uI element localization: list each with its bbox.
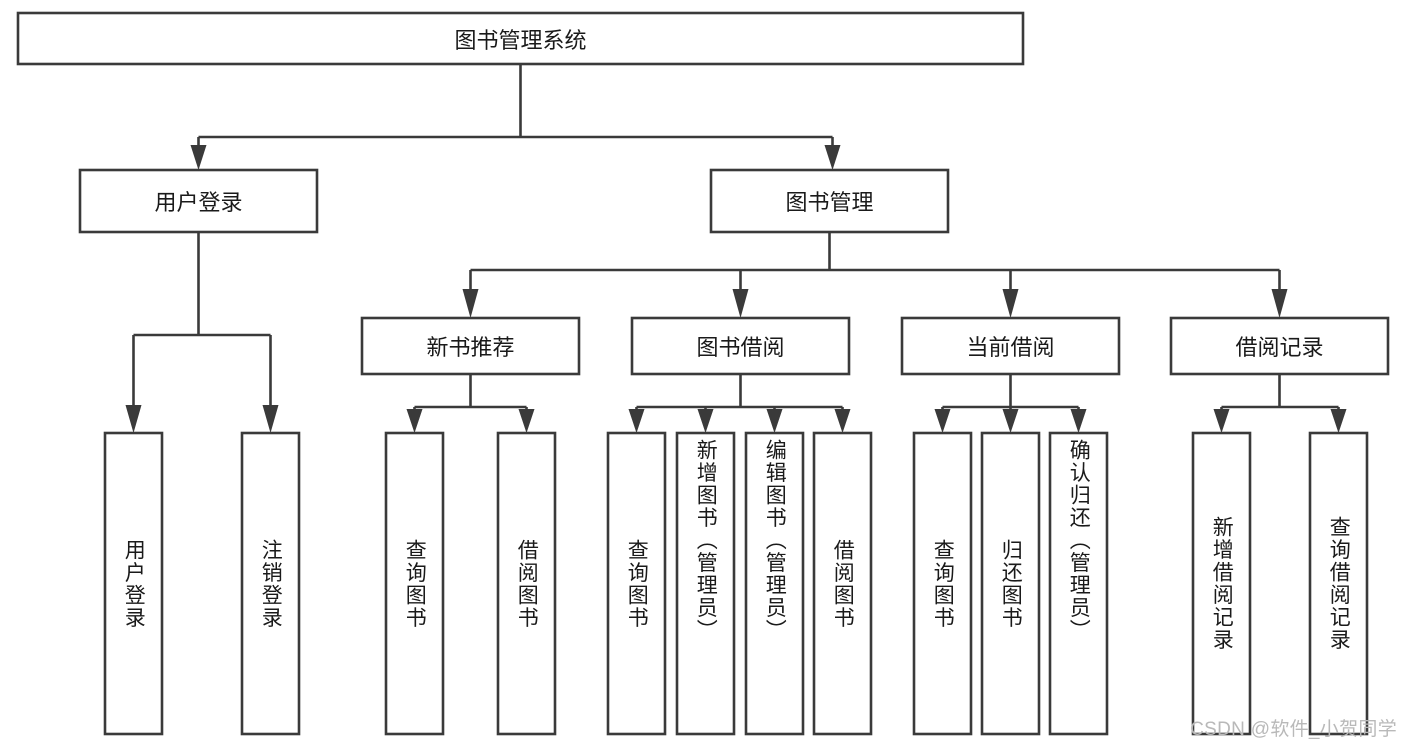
arrow-to-leaf-logout-login [262, 405, 279, 433]
arrow-root-to-book-manage [824, 145, 841, 170]
node-box-leaf-confirm-return[interactable] [1048, 431, 1109, 736]
connector-group-book-borrow [628, 374, 851, 433]
arrow-root-to-user-login [190, 145, 207, 170]
node-box-leaf-query-record[interactable] [1308, 431, 1369, 736]
connector-group-user-login [125, 232, 279, 433]
node-box-leaf-return-book[interactable] [980, 431, 1041, 736]
arrow-to-new-book-recommend [462, 289, 479, 318]
node-box-leaf-edit-book[interactable] [744, 431, 805, 736]
node-box-leaf-add-record[interactable] [1191, 431, 1252, 736]
connector-group-current-borrow [934, 374, 1087, 433]
arrow-to-leaf-add-record [1213, 409, 1230, 433]
arrow-to-leaf-add-book [697, 409, 714, 433]
node-box-leaf-query-book-3[interactable] [912, 431, 973, 736]
node-box-leaf-borrow-book-2[interactable] [812, 431, 873, 736]
node-box-leaf-logout-login[interactable] [240, 431, 301, 736]
arrow-to-leaf-query-book-1 [406, 409, 423, 433]
node-box-leaf-query-book-1[interactable] [384, 431, 445, 736]
arrow-to-borrow-record [1271, 289, 1288, 318]
connector-group-new-book-recommend [406, 374, 535, 433]
node-box-borrow-record[interactable] [1169, 316, 1390, 376]
arrow-to-leaf-query-book-2 [628, 409, 645, 433]
arrow-to-leaf-borrow-book-1 [518, 409, 535, 433]
arrow-to-leaf-query-record [1330, 409, 1347, 433]
node-box-current-borrow[interactable] [900, 316, 1121, 376]
watermark-text: CSDN @软件_小贺同学 [1190, 719, 1397, 740]
arrow-to-leaf-edit-book [766, 409, 783, 433]
node-box-leaf-add-book[interactable] [675, 431, 736, 736]
node-box-book-manage[interactable] [709, 168, 950, 234]
arrow-to-leaf-confirm-return [1070, 409, 1087, 433]
arrow-to-leaf-query-book-3 [934, 409, 951, 433]
connector-group-borrow-record [1213, 374, 1347, 433]
node-box-user-login[interactable] [78, 168, 319, 234]
arrow-to-current-borrow [1002, 289, 1019, 318]
node-box-leaf-user-login[interactable] [103, 431, 164, 736]
arrow-to-leaf-borrow-book-2 [834, 409, 851, 433]
node-box-leaf-borrow-book-1[interactable] [496, 431, 557, 736]
arrow-to-book-borrow [732, 289, 749, 318]
node-box-new-book-recommend[interactable] [360, 316, 581, 376]
connector-group-root [190, 64, 841, 170]
arrow-to-leaf-user-login [125, 405, 142, 433]
connector-group-book-manage [462, 232, 1288, 318]
node-box-leaf-query-book-2[interactable] [606, 431, 667, 736]
node-box-root[interactable] [16, 11, 1025, 66]
node-box-book-borrow[interactable] [630, 316, 851, 376]
arrow-to-leaf-return-book [1002, 409, 1019, 433]
